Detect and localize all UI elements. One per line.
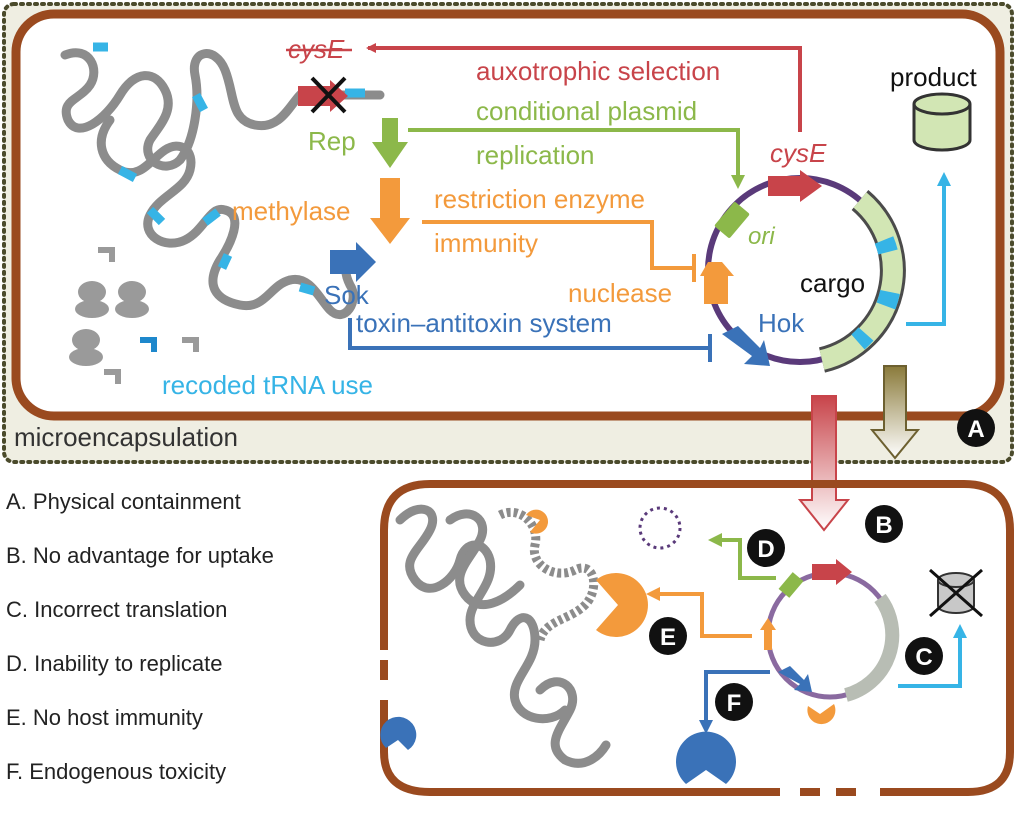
bottom-chromosome-3 <box>535 677 611 768</box>
trna-icon <box>98 247 199 384</box>
chromosome-loop-2 <box>96 115 295 311</box>
bottom-chromosome-2 <box>445 509 525 610</box>
top-cell-membrane <box>11 9 1005 421</box>
legend-item-e: E. No host immunity <box>6 705 203 730</box>
badge-d: D <box>747 529 785 567</box>
restriction-enzyme-label: restriction enzyme <box>434 184 645 214</box>
cargo-label: cargo <box>800 268 865 298</box>
badge-c: C <box>905 637 943 675</box>
ori-element <box>714 202 750 238</box>
legend-item-d: D. Inability to replicate <box>6 651 223 676</box>
auxotrophic-selection-label: auxotrophic selection <box>476 56 720 86</box>
auxotrophic-selection-arrow <box>366 43 802 132</box>
chromosome <box>60 48 385 171</box>
badge-a-label: A <box>967 416 984 443</box>
cargo-segment-fill <box>819 192 903 370</box>
hok-label: Hok <box>758 308 805 338</box>
cargo-recoded-marks <box>851 236 900 350</box>
legend-item-a: A. Physical containment <box>6 489 241 514</box>
recoded-segments <box>93 42 365 296</box>
svg-text:B: B <box>875 512 892 539</box>
escape-arrow-olive <box>869 365 921 460</box>
bottom-chromosome <box>395 504 570 724</box>
bottom-cyse-gene <box>812 559 852 585</box>
svg-text:D: D <box>757 536 774 563</box>
nuclease-label: nuclease <box>568 278 672 308</box>
pacman-toxin-icon <box>380 716 737 784</box>
bottom-ori <box>778 572 804 598</box>
failed-product-icon <box>929 568 983 618</box>
cross-out-icon <box>310 76 347 114</box>
ribosome-icon <box>69 281 149 366</box>
legend-item-b: B. No advantage for uptake <box>6 543 274 568</box>
badge-b: B <box>865 505 903 543</box>
badge-e: E <box>649 617 687 655</box>
svg-text:C: C <box>915 644 932 671</box>
escape-arrow-red <box>797 395 851 532</box>
rep-gene <box>372 118 408 168</box>
cyse-plasmid-label: cysE <box>770 138 827 168</box>
bottom-cell-membrane <box>380 480 1014 796</box>
legend-item-c: C. Incorrect translation <box>6 597 228 622</box>
replication-label: replication <box>476 140 595 170</box>
e-arrow <box>646 587 752 638</box>
conditional-replication-arrow <box>408 128 745 189</box>
conditional-plasmid-label: conditional plasmid <box>476 96 697 126</box>
containment-legend: A. Physical containment B. No advantage … <box>6 490 366 814</box>
nuclease-gene <box>700 262 734 304</box>
methylase-label: methylase <box>232 196 351 226</box>
bottom-hok-gene <box>778 666 812 692</box>
product-label: product <box>890 62 977 92</box>
hok-gene <box>722 326 770 366</box>
ori-label: ori <box>748 223 775 250</box>
product-arrow <box>906 172 951 326</box>
badge-f: F <box>715 683 753 721</box>
d-arrow <box>708 533 776 580</box>
immunity-label: immunity <box>434 228 538 258</box>
legend-item-f: F. Endogenous toxicity <box>6 759 227 784</box>
restriction-immunity-line <box>422 220 692 270</box>
toxin-antitoxin-line <box>348 318 708 350</box>
bottom-cargo-segment <box>843 593 900 702</box>
svg-text:E: E <box>660 624 676 651</box>
badge-a <box>957 409 995 447</box>
sok-label: Sok <box>324 280 370 310</box>
f-arrow <box>699 670 770 734</box>
svg-text:F: F <box>727 690 742 717</box>
methylase-gene <box>370 178 410 244</box>
bottom-membrane-breaks <box>380 660 856 796</box>
bottom-nuclease-gene <box>760 618 776 650</box>
microencapsulation-label: microencapsulation <box>14 422 238 452</box>
rep-label: Rep <box>308 126 356 156</box>
product-cylinder-icon <box>912 92 972 152</box>
c-arrow <box>898 624 967 688</box>
pacman-nuclease-icon <box>526 509 836 725</box>
toxin-antitoxin-label: toxin–antitoxin system <box>356 308 612 338</box>
cyse-plasmid-gene <box>768 170 822 202</box>
dissolved-plasmid <box>638 506 682 550</box>
sok-gene <box>330 242 376 282</box>
recoded-trna-label: recoded tRNA use <box>162 370 373 400</box>
